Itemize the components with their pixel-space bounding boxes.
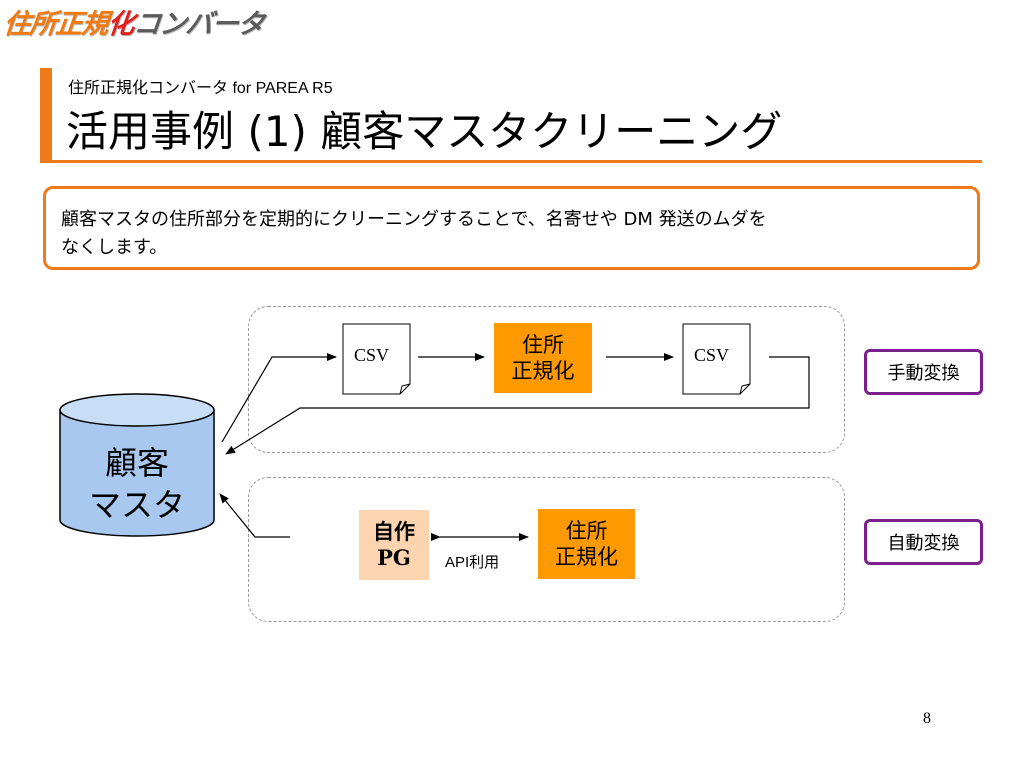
database-label-line-1: 顧客: [104, 444, 169, 482]
arrow-db-to-csv: [221, 353, 337, 443]
auto-conversion-group: [248, 477, 845, 622]
custom-program-line-2: PG: [377, 545, 411, 570]
manual-conversion-label: 手動変換: [864, 349, 983, 395]
normalizer-box-manual: 住所 正規化: [494, 323, 592, 393]
description-line-2: なくします。: [61, 237, 168, 258]
database-cylinder: [59, 393, 215, 537]
slide-title: 活用事例 (1) 顧客マスタクリーニング: [66, 107, 783, 156]
description-box: 顧客マスタの住所部分を定期的にクリーニングすることで、名寄せや DM 発送のムダ…: [43, 186, 980, 270]
arrow-pg-to-db: [219, 493, 290, 538]
manual-conversion-group: [248, 306, 845, 453]
csv-output-label: CSV: [694, 345, 730, 365]
database-label-line-2: マスタ: [88, 486, 185, 524]
page-number: 8: [923, 710, 931, 727]
database-label: 顧客 マスタ: [60, 442, 214, 526]
slide-subtitle: 住所正規化コンバータ for PAREA R5: [68, 80, 333, 97]
custom-program-line-1: 自作: [373, 520, 415, 544]
description-line-1: 顧客マスタの住所部分を定期的にクリーニングすることで、名寄せや DM 発送のムダ…: [61, 209, 767, 230]
arrow-csv-back-to-db: [225, 356, 810, 455]
csv-input-document-icon: [342, 323, 411, 395]
title-underline: [40, 160, 982, 163]
normalizer-line-2: 正規化: [555, 545, 618, 569]
custom-program-box: 自作 PG: [359, 510, 429, 580]
normalizer-line-1: 住所: [565, 519, 608, 543]
csv-output-document-icon: [682, 323, 751, 395]
normalizer-box-auto: 住所 正規化: [538, 509, 635, 579]
normalizer-line-2: 正規化: [511, 359, 575, 383]
api-usage-label: API利用: [445, 554, 500, 571]
csv-input-label: CSV: [354, 345, 390, 365]
auto-conversion-label: 自動変換: [864, 519, 983, 565]
normalizer-line-1: 住所: [522, 333, 564, 357]
title-accent-bar: [40, 68, 52, 161]
